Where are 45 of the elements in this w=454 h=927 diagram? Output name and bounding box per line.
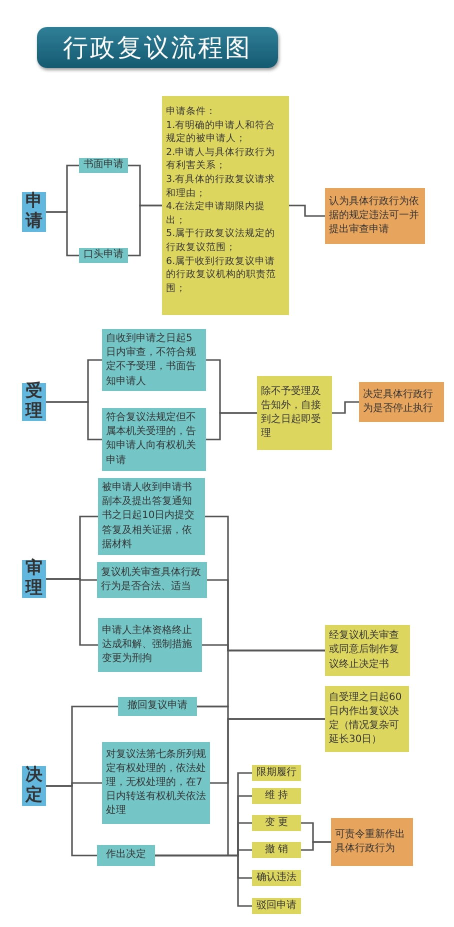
result-box: 确认违法 [252, 870, 301, 886]
process-box: 自收到申请之日起5日内审查，不符合规定不予受理，书面告知申请人 [102, 329, 206, 391]
note-box: 决定具体行政行为是否停止执行 [359, 382, 444, 422]
process-box: 对复议法第七条所列规定有权处理的，依法处理，无权处理的，在7日内转送有权机关依法处理 [102, 742, 210, 824]
process-box: 撤回复议申请 [118, 697, 197, 716]
condition-heading: 申请条件： [166, 105, 217, 119]
stage-label: 申请 [22, 192, 46, 232]
stage-label: 审理 [22, 560, 46, 598]
process-box: 符合复议法规定但不属本机关受理的，告知申请人向有权机关申请 [102, 408, 206, 471]
connector-line [128, 204, 162, 256]
result-box: 变 更 [252, 815, 301, 831]
condition-item: 6.属于收到行政复议申请的行政复议机构的职责范围； [166, 254, 277, 296]
condition-item: 4.在法定申请期限内提出； [166, 200, 266, 228]
connector-line [155, 854, 252, 907]
process-box: 除不予受理及告知外，自接到之日起即受理 [257, 376, 332, 450]
connector-line [46, 401, 102, 440]
title-banner: 行政复议流程图 [37, 27, 278, 68]
process-box: 经复议机关审查或同意后制作复议终止决定书 [325, 625, 410, 676]
connector-line [289, 204, 325, 217]
result-box: 限期履行 [252, 765, 301, 781]
connector-line [301, 841, 331, 851]
condition-item: 1.有明确的申请人和符合规定的被申请人； [166, 118, 276, 146]
connector-line [206, 412, 257, 440]
process-box: 复议机关审查具体行政行为是否合法、适当 [97, 562, 207, 598]
result-box: 驳回申请 [252, 898, 301, 914]
condition-item: 3.有具体的行政复议请求和理由； [166, 173, 276, 200]
stage-label: 决定 [22, 766, 46, 806]
process-box: 被申请人收到申请书副本及提出答复通知书之日起10日内提交答复及相关证据，依据材料 [98, 478, 205, 555]
result-box: 维 持 [252, 788, 301, 804]
connector-line [46, 785, 97, 856]
condition-box [162, 96, 289, 315]
note-box: 可责令重新作出具体行政行为 [331, 818, 413, 866]
process-box: 书面申请 [79, 158, 128, 173]
process-box: 自受理之日起60日内作出复议决定（情况复杂可延长30日） [325, 686, 409, 752]
process-box: 作出决定 [97, 845, 155, 866]
condition-item: 5.属于行政复议法规定的行政复议范围； [166, 227, 276, 255]
result-box: 撤 销 [252, 842, 301, 858]
note-box: 认为具体行政行为依据的规定违法可一并提出审查申请 [325, 188, 425, 244]
stage-label: 受理 [22, 383, 46, 421]
connector-line [332, 401, 359, 414]
process-box: 申请人主体资格终止达成和解、强制措施变更为刑拘 [98, 618, 202, 672]
connector-line [46, 211, 79, 256]
condition-item: 2.申请人与具体行政行为有利害关系； [166, 146, 276, 174]
process-box: 口头申请 [79, 248, 128, 263]
connector-line [46, 578, 98, 646]
